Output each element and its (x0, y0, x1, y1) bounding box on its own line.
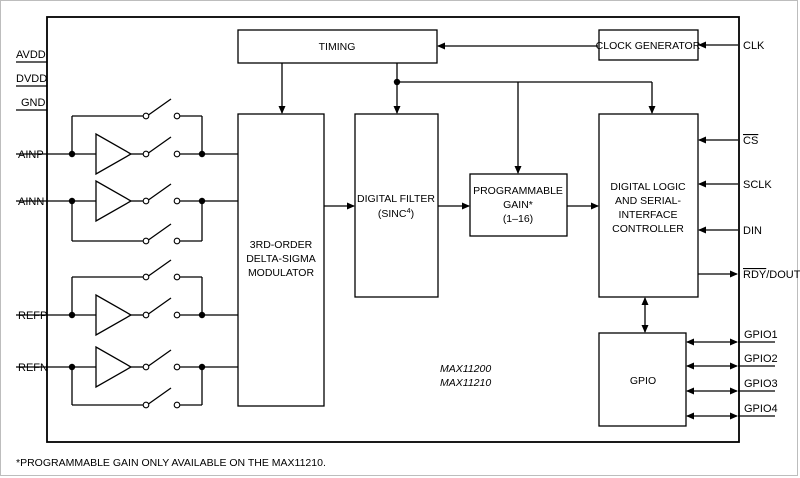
pin-refn: REFN (18, 362, 48, 374)
pga-label-1: PROGRAMMABLE (473, 185, 563, 197)
pga-label-2: GAIN* (503, 199, 533, 211)
pin-clk: CLK (743, 40, 765, 52)
logic-label-2: AND SERIAL- (615, 195, 681, 207)
pin-gnd: GND (21, 97, 46, 109)
chip-outline (46, 16, 740, 443)
modulator-label-2: DELTA-SIGMA (246, 253, 316, 265)
clock-generator-label: CLOCK GENERATOR (596, 40, 701, 52)
modulator-label-3: MODULATOR (248, 267, 315, 279)
logic-label-1: DIGITAL LOGIC (610, 181, 686, 193)
part-number-1: MAX11200 (440, 363, 491, 375)
timing-label: TIMING (319, 41, 356, 53)
part-number-2: MAX11210 (440, 377, 491, 389)
pin-refp: REFP (18, 310, 47, 322)
footnote: *PROGRAMMABLE GAIN ONLY AVAILABLE ON THE… (16, 457, 326, 469)
logic-label-4: CONTROLLER (612, 223, 684, 235)
pin-rdy-dout: RDY/DOUT (743, 269, 800, 281)
pin-ainn: AINN (18, 196, 44, 208)
pin-sclk: SCLK (743, 179, 772, 191)
modulator-block (237, 113, 325, 407)
buffer-amp-ainp (95, 132, 133, 176)
digital-filter-block (354, 113, 439, 298)
gpio-block (598, 332, 687, 427)
pin-gpio1: GPIO1 (744, 329, 778, 341)
buffer-amp-ainn (95, 179, 133, 223)
pin-dvdd: DVDD (16, 73, 47, 85)
digital-filter-label: DIGITAL FILTER (357, 193, 435, 205)
pin-avdd: AVDD (16, 49, 46, 61)
pin-din: DIN (743, 225, 762, 237)
pin-gpio2: GPIO2 (744, 353, 778, 365)
pga-block (469, 173, 568, 237)
pin-ainp: AINP (18, 149, 44, 161)
buffer-amp-refn (95, 345, 133, 389)
pga-label-3: (1–16) (503, 213, 533, 225)
digital-filter-sinc-label: (SINC4) (378, 206, 414, 220)
logic-block (598, 113, 699, 298)
logic-label-3: INTERFACE (619, 209, 678, 221)
gpio-label: GPIO (630, 375, 656, 387)
pin-gpio4: GPIO4 (744, 403, 778, 415)
modulator-label-1: 3RD-ORDER (250, 239, 313, 251)
buffer-amp-refp (95, 293, 133, 337)
pin-cs: CS (743, 135, 758, 147)
pin-gpio3: GPIO3 (744, 378, 778, 390)
